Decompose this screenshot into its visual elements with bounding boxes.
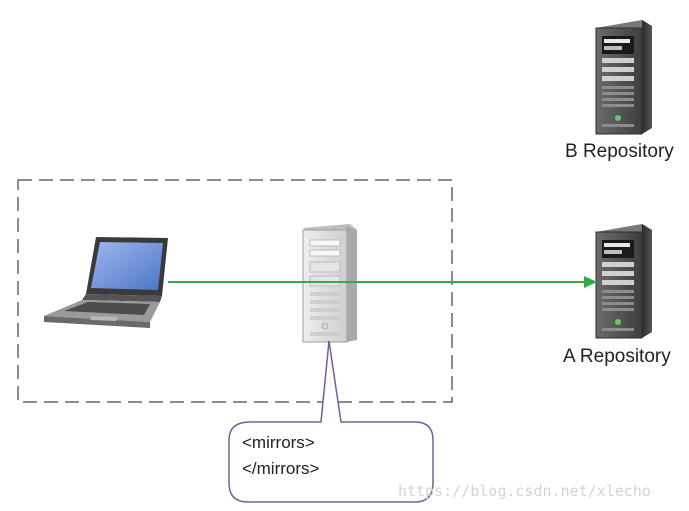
callout-line-open: <mirrors> — [242, 433, 315, 452]
b-repository-label: B Repository — [565, 141, 674, 162]
repository-server-icon-a — [595, 224, 652, 339]
laptop-icon — [44, 237, 168, 328]
mirrors-callout-text: <mirrors> </mirrors> — [242, 430, 319, 482]
callout-line-close: </mirrors> — [242, 459, 320, 478]
a-repository-label: A Repository — [563, 346, 671, 367]
mirrors-callout-bubble — [228, 340, 434, 503]
connection-arrow — [168, 276, 597, 288]
local-network-boundary — [17, 179, 453, 403]
repository-server-icon-b — [595, 20, 652, 135]
watermark-text: https://blog.csdn.net/xlecho — [398, 482, 651, 500]
